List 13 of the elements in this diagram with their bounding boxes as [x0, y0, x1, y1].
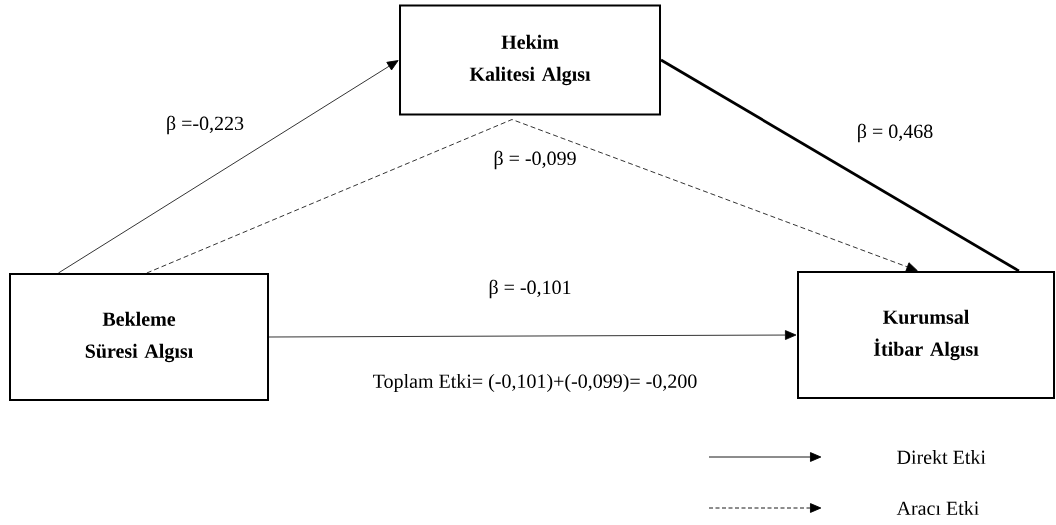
legend-text: Aracı Etki	[896, 500, 979, 516]
edge-label: β = 0,468	[855, 122, 935, 144]
concept-box: Kurumsal İtibar Algısı	[797, 271, 1055, 399]
arrow	[268, 330, 797, 340]
concept-box: Hekim Kalitesi Algısı	[399, 4, 661, 116]
edge-label: β = -0,101	[487, 278, 573, 300]
edge-label: β =-0,223	[164, 114, 246, 136]
arrow	[58, 60, 399, 274]
concept-box: Bekleme Süresi Algısı	[9, 273, 269, 401]
legend-text: Direkt Etki	[897, 449, 986, 465]
arrow	[146, 119, 918, 274]
note-text: Toplam Etki= (-0,101)+(-0,099)= -0,200	[373, 373, 697, 393]
edge-label: β = -0,099	[492, 149, 578, 171]
